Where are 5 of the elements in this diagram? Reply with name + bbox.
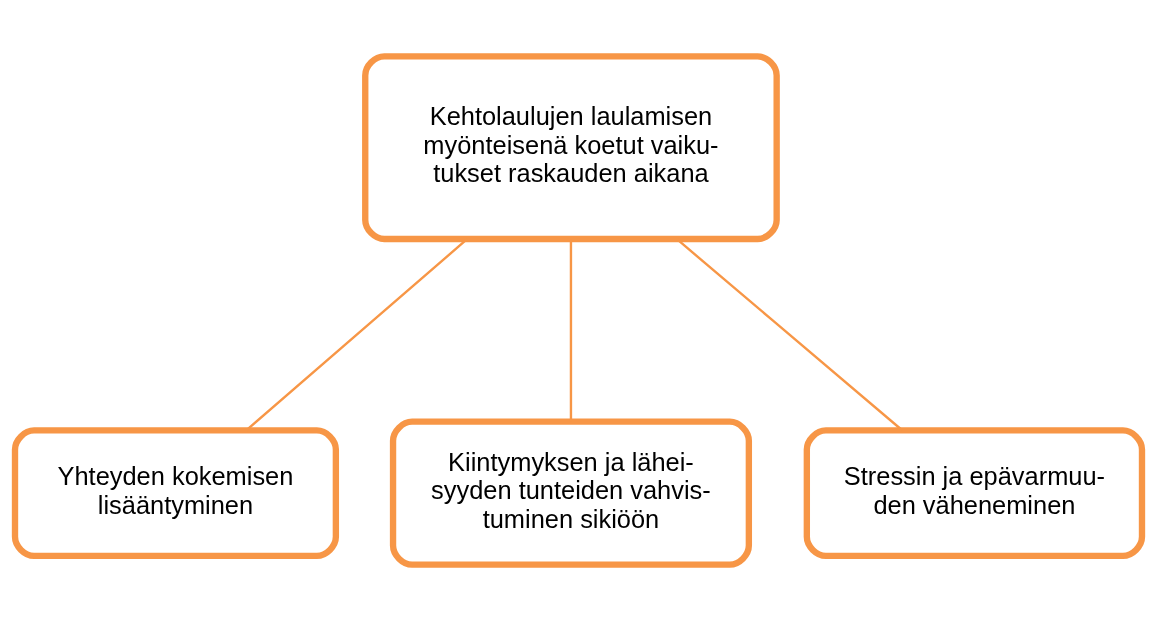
connector: [569, 239, 573, 422]
node-box: Kehtolaulujen laulamisen myönteisenä koetut vaiku- tukset raskauden aikana: [362, 53, 780, 243]
node-box: Kiintymyksen ja lähei- syyden tunteiden vahvis- tuminen sikiöön: [389, 418, 753, 568]
node-box: Stressin ja epävarmuu- den väheneminen: [803, 427, 1146, 560]
node-box: Yhteyden kokemisen lisääntyminen: [11, 427, 340, 560]
